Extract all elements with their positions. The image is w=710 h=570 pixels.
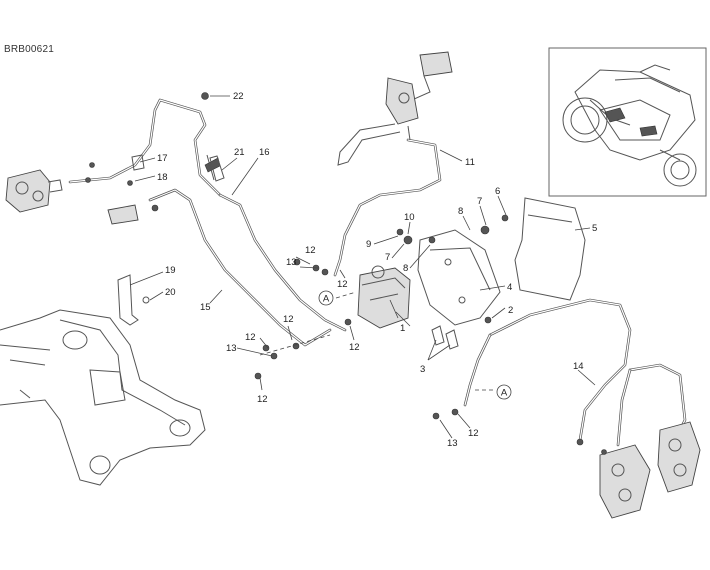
front-caliper-left bbox=[599, 444, 651, 519]
front-caliper-right bbox=[657, 421, 701, 493]
callout-12: 12 bbox=[305, 245, 316, 256]
hose-15 bbox=[148, 188, 332, 347]
hardware bbox=[85, 92, 607, 455]
callout-20: 20 bbox=[165, 287, 176, 298]
callout-1: 1 bbox=[400, 323, 405, 334]
callout-10: 10 bbox=[404, 212, 415, 223]
callout-8: 8 bbox=[403, 263, 408, 274]
rear-caliper bbox=[5, 169, 63, 213]
callout-12: 12 bbox=[337, 279, 348, 290]
callout-12: 12 bbox=[349, 342, 360, 353]
callout-16: 16 bbox=[259, 147, 270, 158]
reference-lines bbox=[259, 291, 494, 391]
drawing-code: BRB00621 bbox=[4, 44, 54, 55]
callout-7: 7 bbox=[477, 196, 482, 207]
callout-7: 7 bbox=[385, 252, 390, 263]
bracket-19 bbox=[117, 274, 150, 326]
reference-mark-a-1: A bbox=[318, 290, 334, 306]
reference-mark-label: A bbox=[501, 388, 508, 399]
callout-3: 3 bbox=[420, 364, 425, 375]
callout-15: 15 bbox=[200, 302, 211, 313]
reference-mark-label: A bbox=[323, 294, 330, 305]
callout-12: 12 bbox=[245, 332, 256, 343]
callout-22: 22 bbox=[233, 91, 244, 102]
callout-6: 6 bbox=[495, 186, 500, 197]
hose-rear bbox=[68, 98, 222, 197]
callout-14: 14 bbox=[573, 361, 584, 372]
callout-13: 13 bbox=[447, 438, 458, 449]
front-master-cylinder bbox=[337, 51, 453, 166]
callout-13: 13 bbox=[226, 343, 237, 354]
callout-4: 4 bbox=[507, 282, 512, 293]
callout-21: 21 bbox=[234, 147, 245, 158]
callout-5: 5 bbox=[592, 223, 597, 234]
reference-mark-a-2: A bbox=[496, 384, 512, 400]
motorcycle-inset bbox=[548, 47, 707, 197]
hose-11 bbox=[333, 138, 442, 277]
callout-8: 8 bbox=[458, 206, 463, 217]
callout-13: 13 bbox=[286, 257, 297, 268]
leader-lines bbox=[129, 95, 596, 439]
callout-12: 12 bbox=[468, 428, 479, 439]
callout-17: 17 bbox=[157, 153, 168, 164]
callout-labels: 22 17 18 21 16 19 20 15 12 13 12 12 12 1… bbox=[157, 91, 597, 449]
callout-11: 11 bbox=[465, 157, 475, 168]
cover-5 bbox=[514, 197, 586, 301]
callout-12: 12 bbox=[283, 314, 294, 325]
hose-16 bbox=[218, 193, 347, 332]
callout-18: 18 bbox=[157, 172, 168, 183]
swingarm bbox=[0, 309, 206, 486]
callout-12: 12 bbox=[257, 394, 268, 405]
hose-front bbox=[463, 298, 632, 442]
abs-bracket bbox=[417, 229, 501, 326]
callout-19: 19 bbox=[165, 265, 176, 276]
callout-2: 2 bbox=[508, 305, 513, 316]
callout-9: 9 bbox=[366, 239, 371, 250]
